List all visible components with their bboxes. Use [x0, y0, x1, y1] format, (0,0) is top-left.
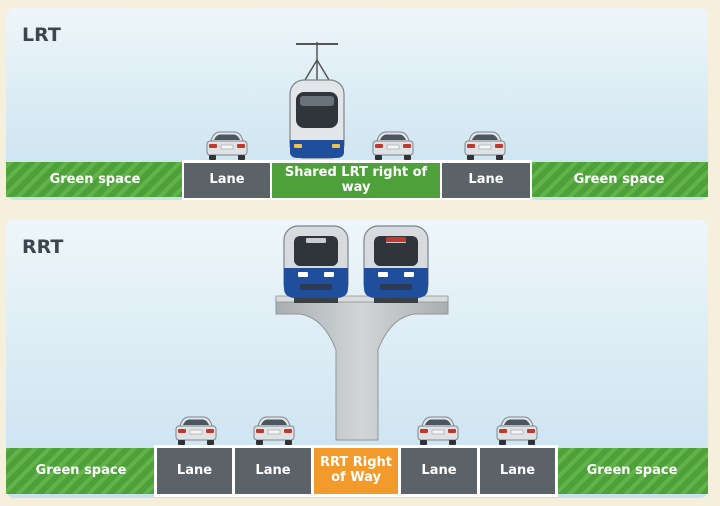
rrt-train-red-indicator	[386, 237, 406, 242]
lrt-lane-right	[442, 163, 530, 198]
rrt-lane-2	[235, 448, 311, 494]
rrt-panel-title: RRT	[22, 236, 64, 258]
rrt-lane-1	[157, 448, 232, 494]
rrt-lane-3	[401, 448, 477, 494]
guideway-pillar	[275, 295, 449, 441]
rrt-green-space-right	[556, 448, 708, 494]
rrt-train-icon	[283, 225, 349, 304]
rrt-right-of-way	[314, 448, 398, 494]
lrt-lane-left	[184, 163, 270, 198]
lrt-train-icon	[289, 42, 345, 159]
rrt-green-space-left	[6, 448, 156, 494]
lrt-shared-right-of-way	[272, 163, 440, 198]
lrt-panel-background	[6, 8, 708, 200]
rrt-lane-4	[480, 448, 555, 494]
lrt-panel-title: LRT	[22, 24, 61, 46]
lrt-green-space-left	[6, 162, 184, 197]
lrt-green-space-right	[530, 162, 708, 197]
